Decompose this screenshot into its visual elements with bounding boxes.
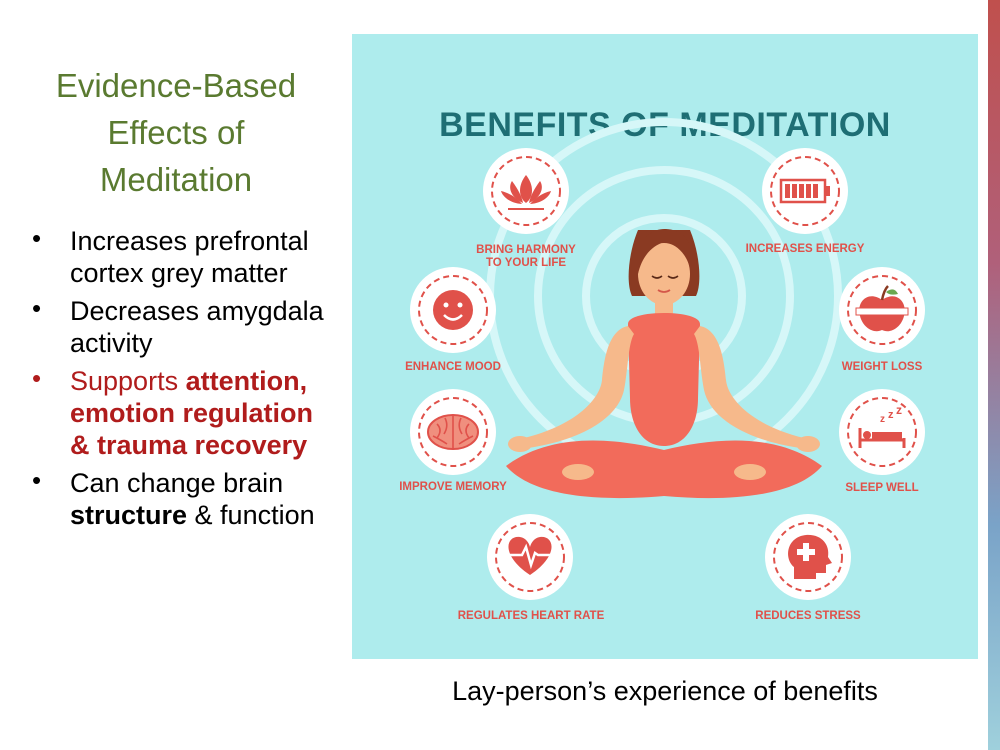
bullet-item-highlight: • Supports attention, emotion regulation … [30, 363, 325, 461]
benefit-label-weight: WEIGHT LOSS [841, 361, 923, 373]
bullet-item: • Can change brain structure & function [30, 465, 325, 531]
bullet-text: Supports [70, 366, 179, 396]
bed-sleep-icon: z z z [839, 389, 925, 475]
image-caption: Lay-person’s experience of benefits [452, 676, 878, 706]
bullet-symbol: • [32, 293, 42, 323]
head-plus-icon [765, 514, 851, 600]
svg-text:z: z [880, 414, 885, 425]
bullet-list: • Increases prefrontal cortex grey matter… [30, 223, 325, 537]
slide-edge-accent [988, 0, 1000, 750]
infographic-artwork: z z z [410, 118, 925, 600]
benefit-label-stress: REDUCES STRESS [755, 610, 861, 622]
bullet-text: Decreases amygdala activity [70, 296, 324, 358]
bullet-text: Increases prefrontal cortex grey matter [70, 226, 309, 288]
bullet-item: • Increases prefrontal cortex grey matter [30, 223, 325, 289]
meditating-woman-illustration [506, 228, 822, 499]
benefit-label-energy: INCREASES ENERGY [745, 243, 865, 255]
smiley-icon [410, 267, 496, 353]
brain-icon [410, 389, 496, 475]
benefit-label-line: TO YOUR LIFE [485, 257, 567, 269]
lotus-icon [483, 148, 569, 234]
apple-tape-icon [839, 267, 925, 353]
heart-pulse-icon [487, 514, 573, 600]
bullet-symbol: • [32, 363, 42, 393]
benefit-label-memory: IMPROVE MEMORY [399, 481, 507, 493]
bullet-symbol: • [32, 465, 42, 495]
benefit-label-mood: ENHANCE MOOD [405, 361, 501, 373]
bullet-bold-text: structure [70, 500, 188, 530]
slide-title: Evidence-Based Effects of Meditation [55, 67, 297, 198]
bullet-item: • Decreases amygdala activity [30, 293, 325, 359]
bullet-symbol: • [32, 223, 42, 253]
bullet-text: Can change brain [70, 468, 284, 498]
meditation-infographic: BENEFITS OF MEDITATION [352, 34, 978, 659]
benefit-label-line: BRING HARMONY [476, 244, 576, 256]
bullet-tail-text: & function [194, 500, 315, 530]
svg-text:z: z [888, 409, 894, 421]
battery-icon [762, 148, 848, 234]
svg-text:z: z [896, 403, 902, 417]
bullet-bold-text: attention, emotion regulation & trauma r… [70, 366, 313, 460]
benefit-label-heart: REGULATES HEART RATE [457, 610, 605, 622]
benefit-label-sleep: SLEEP WELL [845, 482, 919, 494]
